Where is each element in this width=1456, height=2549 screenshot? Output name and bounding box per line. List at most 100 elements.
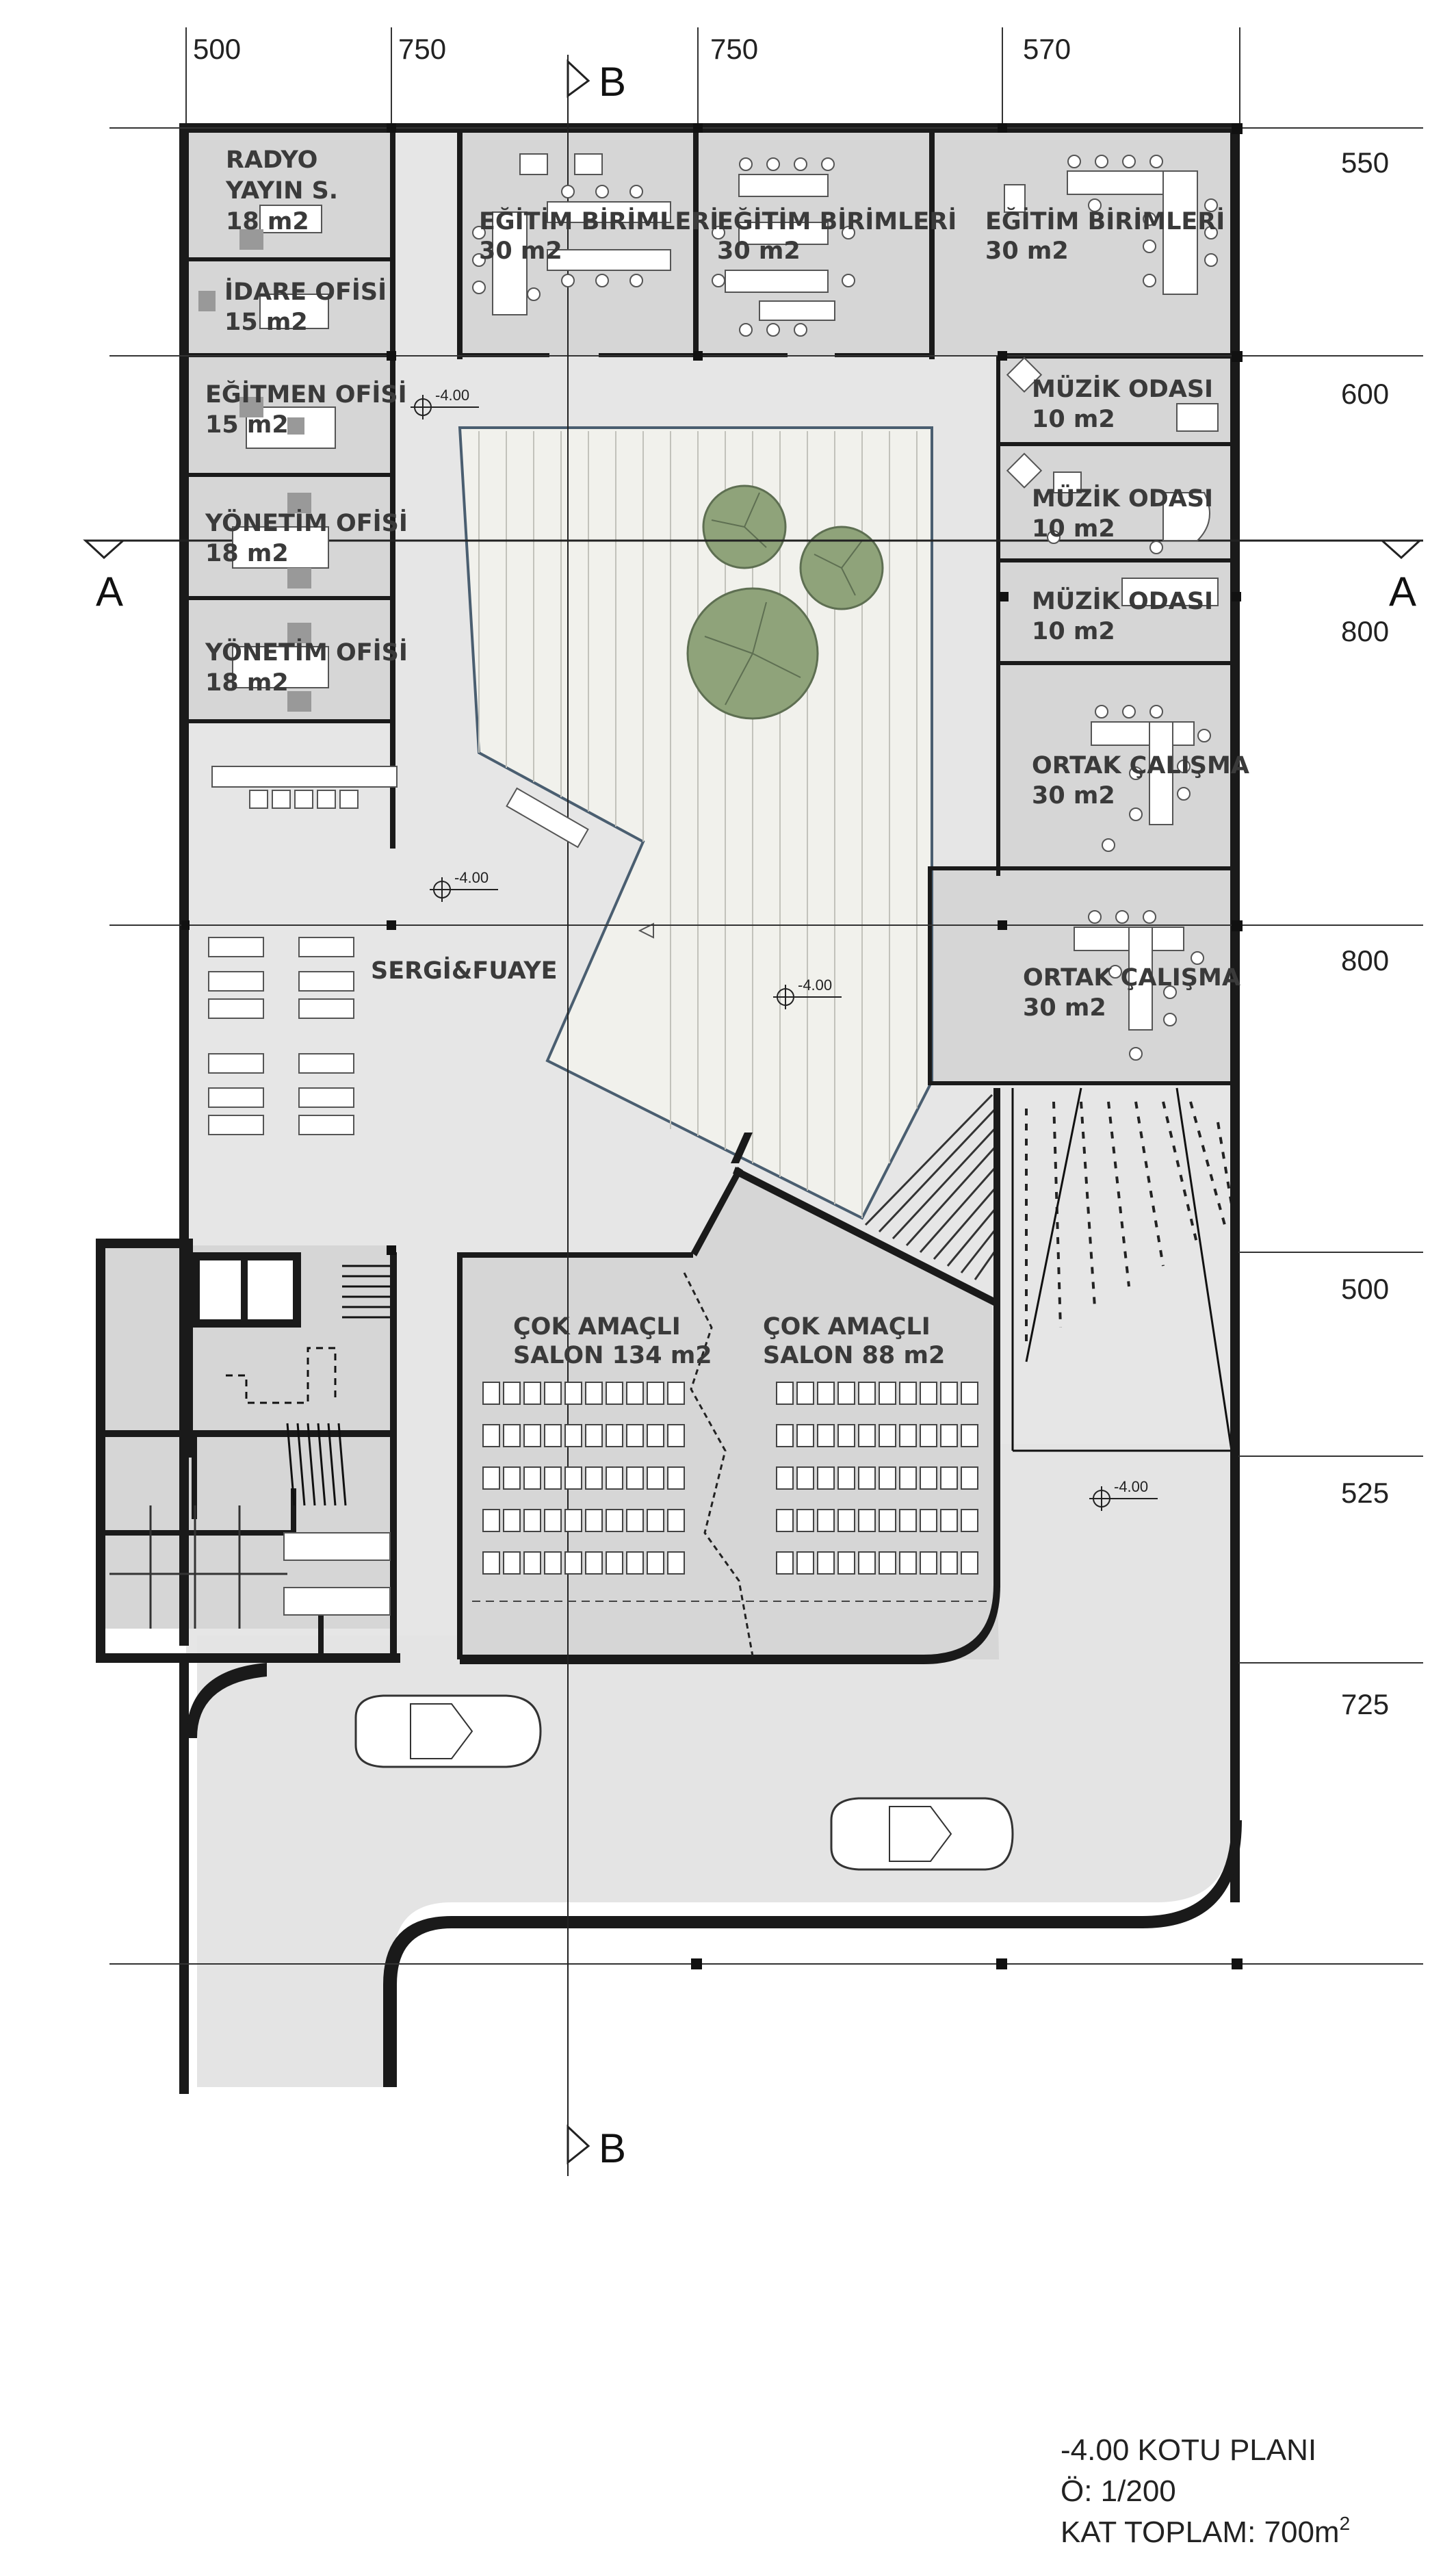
room-label-salon-2b: SALON 88 m2 <box>763 1342 945 1369</box>
walls <box>96 123 1242 2094</box>
seat <box>776 1424 794 1447</box>
seat <box>837 1382 855 1405</box>
seat <box>585 1551 603 1575</box>
level-mark-2: -4.00 <box>454 869 489 886</box>
room-label-idare: İDARE OFİSİ <box>224 277 387 306</box>
room-label-salon-2: ÇOK AMAÇLI <box>763 1313 931 1341</box>
seat <box>879 1509 896 1532</box>
seat <box>899 1424 917 1447</box>
seat <box>667 1424 685 1447</box>
seat <box>796 1466 814 1490</box>
room-label-ortak-1: ORTAK ÇALIŞMA <box>1032 752 1249 779</box>
ramp-lines <box>1011 1087 1233 1452</box>
seat <box>503 1466 521 1490</box>
level-mark-4: -4.00 <box>1114 1478 1148 1495</box>
seat <box>817 1466 835 1490</box>
seat <box>585 1509 603 1532</box>
seat <box>940 1466 958 1490</box>
dim-right-2: 600 <box>1341 378 1389 410</box>
seat <box>858 1466 876 1490</box>
section-b-top: B <box>599 59 626 105</box>
room-area-muzik-2: 10 m2 <box>1032 515 1115 543</box>
seat <box>961 1382 978 1405</box>
level-mark-1: -4.00 <box>435 387 469 404</box>
seat <box>667 1466 685 1490</box>
seat <box>667 1551 685 1575</box>
seat <box>482 1551 500 1575</box>
room-label-yonetim-1: YÖNETİM OFİSİ <box>205 508 408 537</box>
dim-right-3: 800 <box>1341 615 1389 647</box>
seat <box>961 1424 978 1447</box>
seat <box>606 1424 623 1447</box>
room-label-muzik-3: MÜZİK ODASI <box>1032 586 1213 615</box>
room-label-sergi: SERGİ&FUAYE <box>371 956 558 985</box>
amphi-steps <box>864 1094 1000 1280</box>
room-label-yonetim-2: YÖNETİM OFİSİ <box>205 638 408 667</box>
ramp-hatch <box>1025 1101 1233 1341</box>
room-area-ortak-2: 30 m2 <box>1023 994 1106 1022</box>
seat <box>626 1466 644 1490</box>
seat <box>899 1382 917 1405</box>
seat <box>585 1382 603 1405</box>
seat <box>523 1509 541 1532</box>
dim-right-6: 525 <box>1341 1477 1389 1509</box>
room-label-salon-1b: SALON 134 m2 <box>513 1342 712 1369</box>
seat <box>899 1509 917 1532</box>
seat <box>626 1551 644 1575</box>
seat <box>544 1424 562 1447</box>
room-area-egitim-3: 30 m2 <box>985 237 1069 265</box>
seat <box>796 1509 814 1532</box>
furniture <box>109 153 1219 1629</box>
seat <box>482 1382 500 1405</box>
seat <box>817 1382 835 1405</box>
seat <box>920 1382 937 1405</box>
seat <box>879 1382 896 1405</box>
seat <box>817 1424 835 1447</box>
seat <box>817 1551 835 1575</box>
room-label-egitmen: EĞİTMEN OFİSİ <box>205 380 407 409</box>
seat <box>961 1551 978 1575</box>
seat <box>503 1382 521 1405</box>
seat <box>776 1509 794 1532</box>
room-label-muzik-2: MÜZİK ODASI <box>1032 484 1213 513</box>
seat <box>961 1466 978 1490</box>
seat <box>606 1382 623 1405</box>
room-label-egitim-2: EĞİTİM BİRİMLERİ <box>717 207 957 235</box>
dim-right-7: 725 <box>1341 1688 1389 1720</box>
grid-lines <box>83 27 1423 2176</box>
section-b-bottom: B <box>599 2125 626 2171</box>
plan-scale: Ö: 1/200 <box>1061 2474 1176 2508</box>
seat <box>626 1509 644 1532</box>
seat <box>626 1424 644 1447</box>
right-dimensions: 550 600 800 800 500 525 725 <box>1341 146 1389 1720</box>
seat <box>920 1424 937 1447</box>
plan-total-sup: 2 <box>1340 2513 1351 2534</box>
courtyard <box>458 426 933 1220</box>
level-marks <box>411 395 1158 1511</box>
seat <box>899 1466 917 1490</box>
seat <box>837 1466 855 1490</box>
seat <box>544 1551 562 1575</box>
title-block: -4.00 KOTU PLANI Ö: 1/200 KAT TOPLAM: 70… <box>1061 2433 1350 2549</box>
level-mark-3: -4.00 <box>798 976 832 994</box>
seat <box>503 1424 521 1447</box>
seat <box>523 1551 541 1575</box>
seat <box>940 1551 958 1575</box>
seat <box>899 1551 917 1575</box>
section-a-right: A <box>1389 569 1416 614</box>
dim-top-4: 570 <box>1023 33 1071 65</box>
seat <box>482 1424 500 1447</box>
room-label-radyo: RADYO <box>226 146 317 174</box>
auditorium-seats <box>482 1382 978 1575</box>
seat <box>940 1382 958 1405</box>
seat <box>647 1466 664 1490</box>
dim-right-4: 800 <box>1341 944 1389 976</box>
plan-total: KAT TOPLAM: 700m2 <box>1061 2513 1350 2549</box>
dim-right-5: 500 <box>1341 1273 1389 1305</box>
room-label-radyo-2: YAYIN S. <box>225 177 338 205</box>
seat <box>606 1551 623 1575</box>
seat <box>776 1382 794 1405</box>
seat <box>837 1509 855 1532</box>
seat <box>564 1382 582 1405</box>
seat <box>482 1509 500 1532</box>
